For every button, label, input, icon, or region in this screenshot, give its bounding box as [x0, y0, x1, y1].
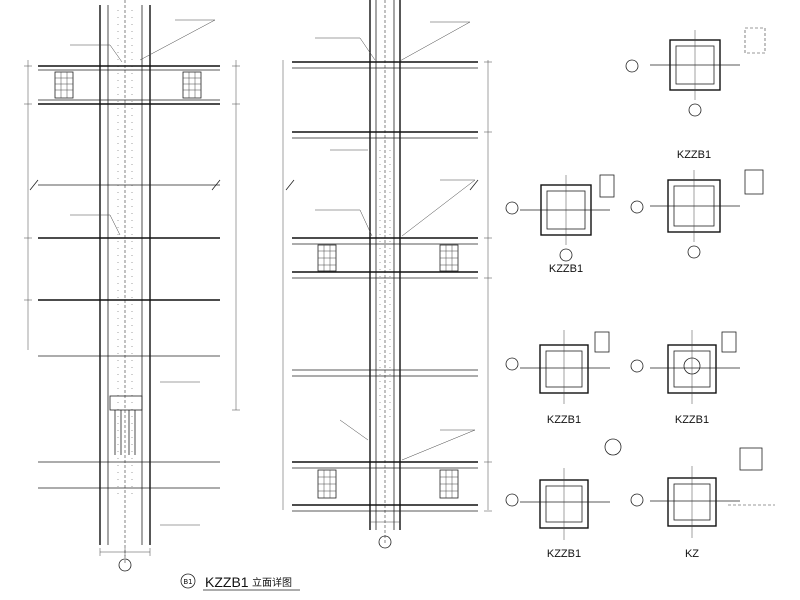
section-b: KZZB1	[630, 149, 764, 259]
main-title-suffix: 立面详图	[252, 576, 292, 589]
middle-elevation	[282, 0, 492, 549]
section-d-label: KZZB1	[675, 414, 709, 426]
title-marker: B1	[183, 578, 192, 586]
section-b-label: KZZB1	[677, 149, 711, 161]
section-f-label: KZ	[685, 548, 699, 560]
section-top-right	[625, 27, 766, 117]
section-a: KZZB1	[505, 174, 615, 275]
main-title: KZZB1	[205, 574, 249, 590]
section-c-label: KZZB1	[547, 414, 581, 426]
left-elevation	[24, 0, 240, 572]
section-c: KZZB1	[505, 330, 610, 426]
section-e: KZZB1	[505, 438, 622, 560]
section-f: KZ	[630, 447, 775, 560]
drawing-title: B1 KZZB1 立面详图	[180, 573, 300, 591]
section-e-label: KZZB1	[547, 548, 581, 560]
section-d: KZZB1	[630, 330, 740, 426]
section-a-label: KZZB1	[549, 263, 583, 275]
